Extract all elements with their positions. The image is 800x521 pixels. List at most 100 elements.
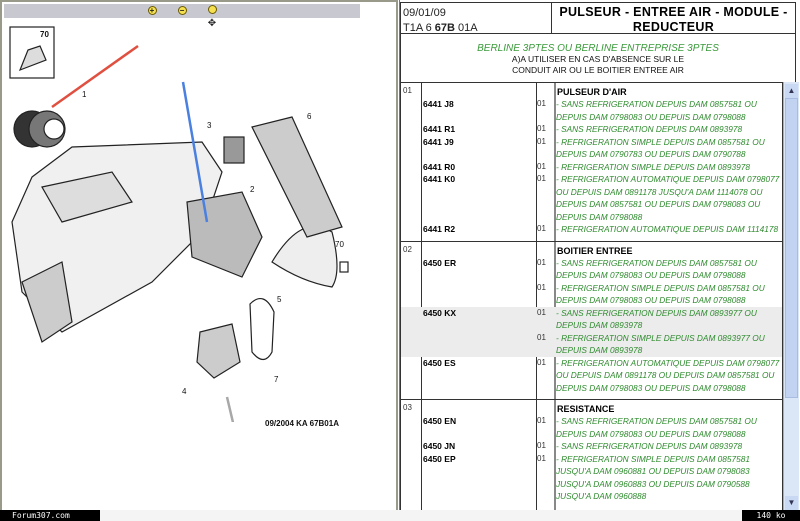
svg-text:5: 5: [277, 295, 282, 304]
parts-list-panel: 09/01/09 T1A 6 67B 01A PULSEUR - ENTREE …: [399, 0, 800, 521]
seal-7: 7: [249, 297, 279, 384]
part-quantity: 01: [537, 332, 546, 342]
table-row[interactable]: 01 - REFRIGERATION SIMPLE DEPUIS DAM 0893…: [401, 331, 782, 357]
part-description: - SANS REFRIGERATION DEPUIS DAM 0893978: [556, 441, 743, 451]
status-bar: [100, 510, 742, 521]
diagram-panel: + − ✥ 70 1 2 3 4: [0, 0, 398, 521]
part-description: - REFRIGERATION SIMPLE DEPUIS DAM 085758…: [556, 282, 765, 306]
zoom-out-icon: −: [177, 6, 187, 15]
part-reference: 6450 JN: [423, 441, 456, 451]
magnifier-icon: [207, 5, 217, 14]
part-quantity: 01: [537, 161, 546, 171]
exploded-parts-diagram: 70 1 2 3 4 5 6: [9, 26, 349, 422]
svg-text:6: 6: [307, 112, 312, 121]
part-reference: 6441 K0: [423, 174, 456, 184]
file-size: 140 ko: [742, 510, 800, 521]
group-title: PULSEUR D'AIR: [557, 87, 627, 97]
date: 09/01/09: [403, 7, 446, 19]
zoom-in-icon: +: [147, 6, 157, 15]
scroll-up-icon[interactable]: ▲: [785, 84, 798, 98]
table-row[interactable]: 6450 EP 01 - REFRIGERATION SIMPLE DEPUIS D…: [401, 453, 782, 503]
parts-group: 03 RESISTANCE 6450 EN 01 - SANS REFRIGERATIO…: [401, 399, 782, 508]
svg-text:70: 70: [335, 240, 344, 249]
gray-arrow: [225, 396, 235, 422]
part-description: - REFRIGERATION AUTOMATIQUE DEPUIS DAM 0…: [556, 357, 780, 393]
blower-motor-1: 1: [13, 90, 87, 148]
actuator-4: 4: [182, 323, 241, 396]
part-quantity: 01: [537, 224, 546, 233]
table-row[interactable]: 6441 R1 01 - SANS REFRIGERATION DEPUIS DAM…: [401, 123, 782, 136]
part-description: - SANS REFRIGERATION DEPUIS DAM 0857581 …: [556, 257, 757, 281]
variant-block: BERLINE 3PTES OU BERLINE ENTREPRISE 3PTE…: [400, 33, 796, 83]
inset-part-70: 70: [9, 26, 55, 79]
part-quantity: 01: [537, 307, 546, 317]
table-row[interactable]: 6441 R2 01 - REFRIGERATION AUTOMATIQUE DEP…: [401, 223, 782, 236]
clip-70: 70: [335, 240, 349, 273]
svg-text:4: 4: [182, 387, 187, 396]
header-date-cell: 09/01/09 T1A 6 67B 01A: [400, 2, 552, 34]
part-description: - REFRIGERATION AUTOMATIQUE DEPUIS DAM 1…: [556, 224, 779, 234]
table-row[interactable]: 01 - REFRIGERATION SIMPLE DEPUIS DAM 0857…: [401, 282, 782, 307]
zoom-out-button[interactable]: −: [174, 5, 190, 17]
group-number: 03: [403, 403, 412, 412]
part-description: - REFRIGERATION SIMPLE DEPUIS DAM 089397…: [556, 161, 750, 172]
filter-6: 6: [251, 112, 343, 238]
part-quantity: 01: [537, 282, 546, 292]
table-row[interactable]: 6450 EN 01 - SANS REFRIGERATION DEPUIS DAM…: [401, 415, 782, 440]
table-row[interactable]: 6450 JN 01 - SANS REFRIGERATION DEPUIS DAM…: [401, 440, 782, 453]
table-row[interactable]: 6441 R0 01 - REFRIGERATION SIMPLE DEPUIS D…: [401, 161, 782, 174]
group-title: BOITIER ENTREE: [557, 245, 633, 256]
part-description: - REFRIGERATION SIMPLE DEPUIS DAM 085758…: [556, 453, 750, 502]
part-reference: 6441 R1: [423, 124, 456, 134]
part-quantity: 01: [537, 136, 546, 146]
pan-button[interactable]: ✥: [204, 5, 220, 29]
part-reference: 6441 R0: [423, 161, 456, 172]
part-description: - SANS REFRIGERATION DEPUIS DAM 0857581 …: [556, 416, 757, 439]
part-quantity: 01: [537, 99, 546, 108]
svg-text:1: 1: [82, 90, 87, 99]
part-quantity: 01: [537, 174, 546, 183]
group-title: RESISTANCE: [557, 404, 615, 414]
variant-note: CONDUIT AIR OU LE BOITIER ENTREE AIR: [512, 65, 684, 75]
zoom-in-button[interactable]: +: [144, 5, 160, 17]
parts-group: 01 PULSEUR D'AIR 6441 J8 01 - SANS REFRIGERA…: [401, 82, 782, 241]
part-reference: 6441 R2: [423, 224, 456, 234]
part-quantity: 01: [537, 416, 546, 425]
scroll-thumb[interactable]: [785, 98, 798, 398]
group-number: 02: [403, 244, 412, 254]
scrollbar[interactable]: ▲ ▼: [783, 82, 799, 510]
part-description: - REFRIGERATION SIMPLE DEPUIS DAM 089397…: [556, 332, 765, 356]
part-description: - SANS REFRIGERATION DEPUIS DAM 0893978: [556, 124, 743, 134]
part-reference: 6450 ES: [423, 357, 456, 368]
part-reference: 6450 EP: [423, 453, 456, 464]
part-quantity: 01: [537, 441, 546, 450]
parts-table[interactable]: 01 PULSEUR D'AIR 6441 J8 01 - SANS REFRIGERA…: [400, 82, 783, 510]
part-description: - SANS REFRIGERATION DEPUIS DAM 0893977 …: [556, 307, 757, 331]
part-description: - REFRIGERATION AUTOMATIQUE DEPUIS DAM 0…: [556, 174, 780, 222]
diagram-reference: 09/2004 KA 67B01A: [265, 419, 339, 428]
scroll-down-icon[interactable]: ▼: [785, 496, 798, 510]
group-number: 01: [403, 86, 412, 95]
part-description: - REFRIGERATION SIMPLE DEPUIS DAM 085758…: [556, 136, 765, 160]
part-quantity: 01: [537, 124, 546, 133]
part-quantity: 01: [537, 453, 546, 463]
inset-label: 70: [40, 30, 49, 39]
svg-text:2: 2: [250, 185, 255, 194]
part-reference: 6450 EN: [423, 416, 457, 426]
table-row[interactable]: 6441 K0 01 - REFRIGERATION AUTOMATIQUE DEP…: [401, 173, 782, 223]
svg-text:3: 3: [207, 121, 212, 130]
part-reference: 6441 J8: [423, 99, 454, 109]
resistor-3: 3: [207, 121, 245, 164]
blue-arrow: [181, 81, 209, 223]
part-quantity: 01: [537, 257, 546, 267]
move-icon: ✥: [207, 18, 217, 29]
watermark-site: Forum307.com: [0, 510, 100, 521]
diagram-toolbar: + − ✥: [4, 4, 360, 29]
air-box-housing: [11, 141, 223, 343]
